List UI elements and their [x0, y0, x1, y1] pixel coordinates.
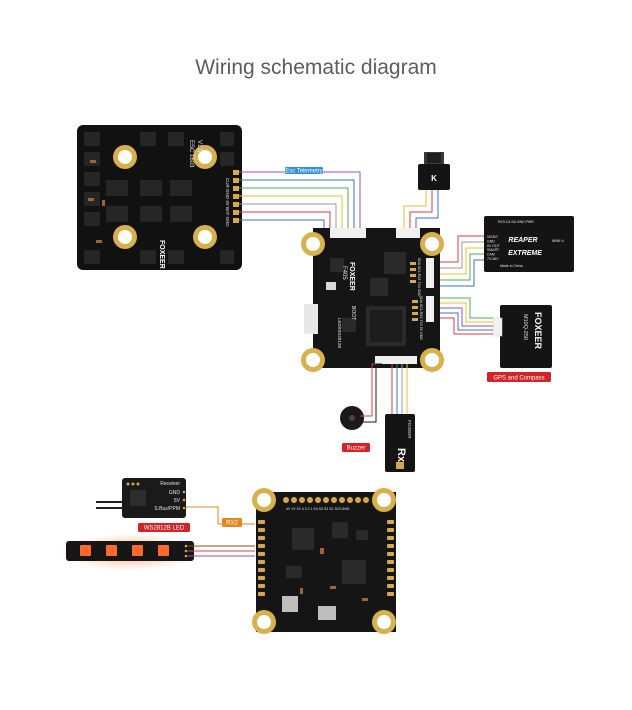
rx-brand: FOXEER: [407, 420, 412, 439]
esc-pin-labels: CUR GND 4V BAT GND: [225, 178, 230, 227]
esc-brand: FOXEER: [158, 240, 165, 269]
svg-text:WS2812B LED: WS2812B LED: [144, 526, 185, 532]
led-light: [80, 545, 91, 556]
vtx-pin-labels-top: RX3 CA SA GND PWR: [498, 220, 534, 224]
fc-led-label: LED/WS2812B: [337, 318, 342, 348]
vtx-side-label: MINI 4: [552, 238, 565, 243]
svg-text:Esc Telemetry: Esc Telemetry: [285, 169, 323, 175]
receiver-pin-gnd: GND: [169, 490, 181, 496]
receiver-module: Receiver GND 5V S.Bus/PPM: [96, 478, 186, 518]
vtx-line2: EXTREME: [508, 250, 542, 257]
fc-brand: FOXEER: [348, 262, 355, 291]
fc-mount-hole: [301, 348, 325, 372]
ws2812b-label: WS2812B LED: [138, 523, 190, 532]
fc-back-mount-hole: [372, 610, 396, 634]
esc-telemetry-label: Esc Telemetry: [285, 167, 323, 175]
buzzer: [340, 406, 364, 430]
vtx-wires: [426, 235, 484, 287]
diagram-title: Wiring schematic diagram: [195, 56, 437, 79]
camera-wires: [403, 190, 439, 228]
esc-board: ESC 1603 V1.0 FOXEER CUR GND 4V BAT GND: [77, 125, 242, 270]
fc-model: F405: [341, 266, 347, 280]
gps-brand: FOXEER: [533, 312, 543, 350]
svg-text:Buzzer: Buzzer: [347, 446, 366, 452]
esc-mount-hole: [113, 145, 137, 169]
fc-back-mount-hole: [252, 610, 276, 634]
fc-back-mount-hole: [372, 488, 396, 512]
fc-right-pins-top: SDA SCL RX4 TX4 GND: [417, 258, 421, 297]
led-light: [132, 545, 143, 556]
esc-mount-hole: [193, 225, 217, 249]
gps-model: M10Q-250: [522, 314, 528, 340]
camera: K: [418, 152, 450, 190]
buzzer-label: Buzzer: [342, 443, 370, 452]
led-light: [106, 545, 117, 556]
esc-mount-hole: [113, 225, 137, 249]
fc-mount-hole: [420, 348, 444, 372]
esc-mount-hole: [193, 145, 217, 169]
esc-version: V1.0: [196, 140, 202, 153]
flight-controller: FOXEER F405 BOOT LED/WS2812B SDA SCL RX4…: [301, 228, 444, 372]
rx-module: Rx FOXEER: [385, 414, 415, 472]
esc-name: ESC 1603: [188, 140, 194, 168]
led-light: [158, 545, 169, 556]
rx2-label: RX2: [222, 518, 242, 527]
flight-controller-back: 4V 1V 2V 4 3 2 1 S4 S3 S2 S1 3V3 GND: [252, 488, 396, 634]
gps-module: FOXEER M10Q-250: [492, 305, 552, 368]
led-wires: [188, 545, 255, 557]
receiver-title: Receiver: [160, 481, 180, 487]
fc-right-pins-bottom: SDA SCL RX3 TX3 5V GND: [419, 296, 423, 340]
fc-mount-hole: [420, 232, 444, 256]
fc-back-mount-hole: [252, 488, 276, 512]
gps-compass-label: GPS and Compass: [487, 372, 551, 382]
receiver-pin-5v: 5V: [174, 498, 181, 504]
vtx-line1: REAPER: [508, 237, 537, 244]
receiver-pin-sbus: S.Bus/PPM: [154, 506, 180, 512]
fc-back-top-pins: 4V 1V 2V 4 3 2 1 S4 S3 S2 S1 3V3 GND: [286, 507, 350, 511]
led-strip: [60, 534, 200, 570]
camera-brand: K: [431, 174, 437, 183]
receiver-wires: [186, 506, 255, 525]
fc-boot-label: BOOT: [350, 306, 356, 320]
rx-label: Rx: [395, 448, 407, 463]
esc-telemetry-wires: [239, 171, 361, 228]
svg-text:RX2: RX2: [226, 521, 238, 527]
fc-mount-hole: [301, 232, 325, 256]
rx-wires: [391, 364, 408, 414]
buzzer-wires: [360, 363, 382, 423]
svg-text:GPS and Compass: GPS and Compass: [493, 376, 544, 382]
vtx-fine-print: Made in China: [500, 264, 523, 268]
